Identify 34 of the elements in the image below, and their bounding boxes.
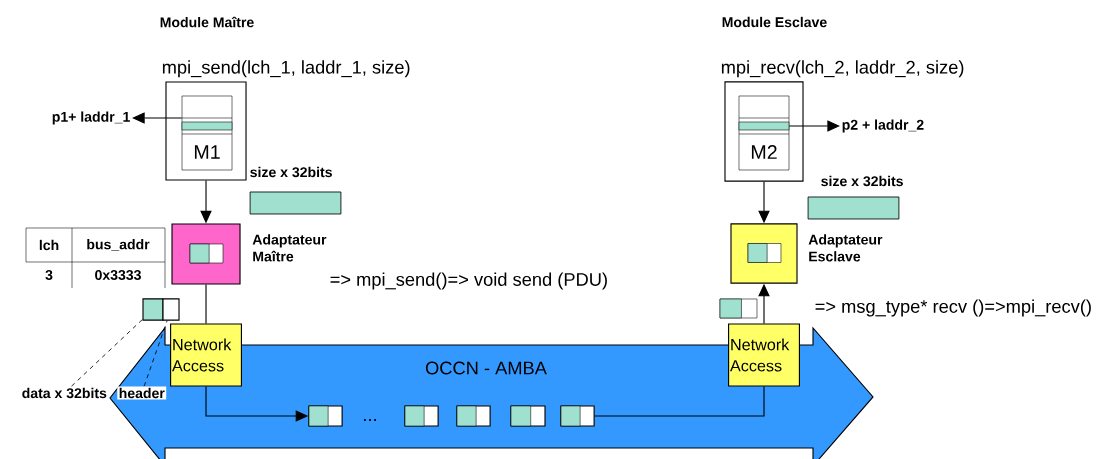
adapter-box: Adaptateur Maître (171, 223, 327, 285)
data-bar (249, 191, 342, 215)
memory-block: M1 (181, 95, 233, 171)
ellipsis: ... (364, 419, 376, 421)
node-label: mpi_send(lch_1, laddr_1, size) (162, 60, 410, 78)
size-label: size x 32bits (821, 175, 903, 187)
packet-box (404, 405, 439, 427)
node-label: Adaptateur Esclave (808, 234, 883, 262)
arrow (788, 120, 840, 132)
adapter-box: Adaptateur Esclave (730, 223, 883, 284)
size-label: size x 32bits (250, 166, 332, 178)
packet-data-cell (142, 298, 164, 321)
function-label: => mpi_send()=> void send (PDU) (330, 272, 607, 290)
pointer-label: p2 + laddr_2 (840, 118, 926, 134)
table-cell: lch (39, 239, 59, 251)
packet-box (308, 405, 343, 427)
title: Module Esclave (722, 16, 827, 28)
table-cell: bus_addr (87, 239, 150, 251)
memory-block: M2 (738, 95, 790, 171)
table-cell: 0x3333 (95, 270, 141, 280)
function-label: => msg_type* recv ()=>mpi_recv() (815, 299, 1091, 317)
data-bar (807, 196, 900, 220)
pointer-label: p1+ laddr_1 (50, 110, 132, 126)
title: Module Maître (160, 16, 254, 28)
node-label: mpi_recv(lch_2, laddr_2, size) (721, 60, 964, 78)
packet-header-cell (162, 298, 180, 321)
packet-label: data x 32bits (20, 386, 109, 400)
packet-box (560, 405, 595, 427)
node-label: Adaptateur Maître (252, 234, 327, 262)
arrow (132, 112, 183, 124)
table-cell: 3 (45, 270, 53, 280)
leader-line (71, 319, 143, 387)
packet-box (510, 405, 546, 427)
packet-box (456, 405, 491, 427)
